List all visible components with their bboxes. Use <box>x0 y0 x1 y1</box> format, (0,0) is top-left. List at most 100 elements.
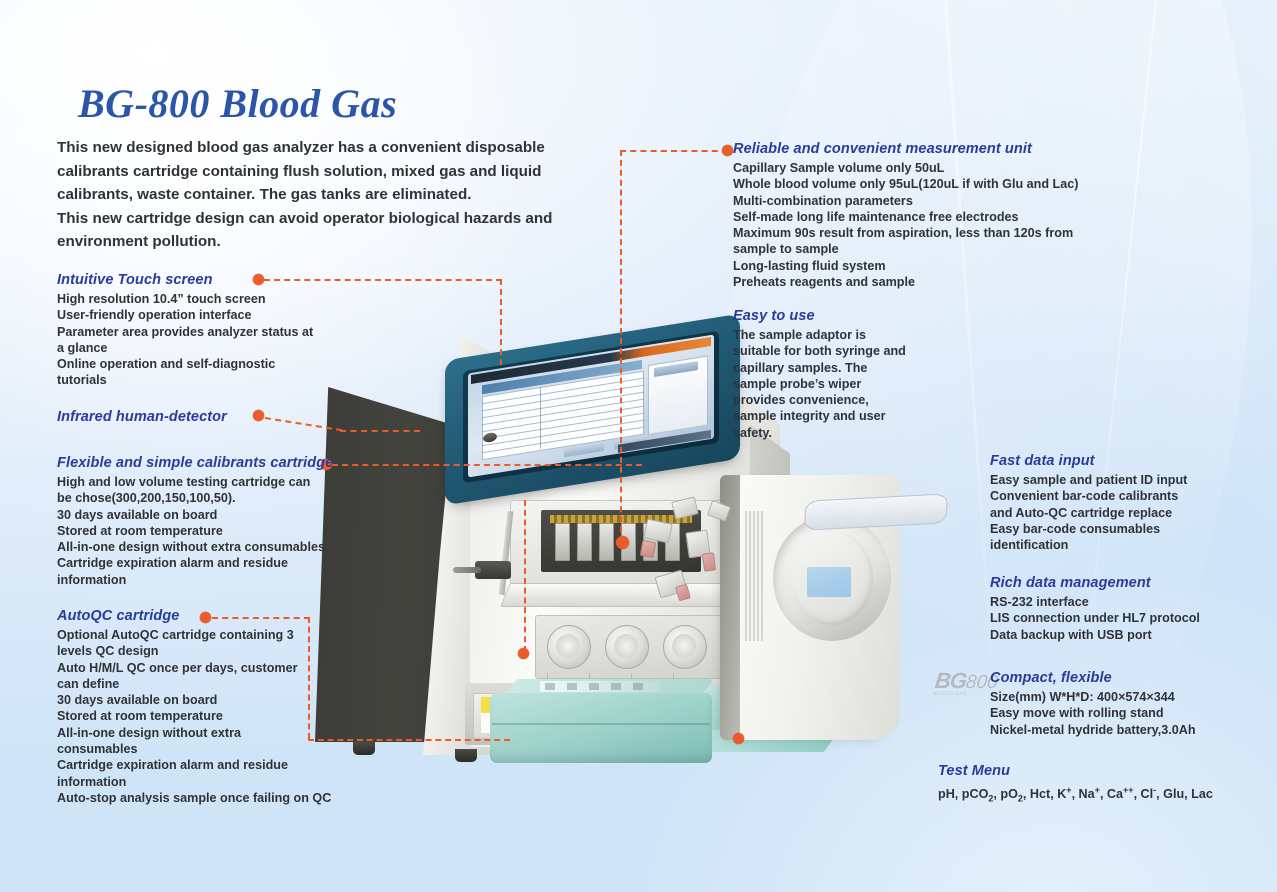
callout-fast-data-input: Fast data input Easy sample and patient … <box>990 453 1210 553</box>
callout-line: Cartridge expiration alarm and residue <box>57 758 288 773</box>
sample-port-window <box>807 567 851 597</box>
callout-line: sample probe’s wiper <box>733 376 862 391</box>
intro-line: This new cartridge design can avoid oper… <box>57 209 553 227</box>
electrode <box>577 523 592 561</box>
leader-dot-autoqc <box>200 612 211 623</box>
callout-heading: Rich data management <box>990 575 1151 591</box>
callout-line: capillary samples. The <box>733 360 868 375</box>
callout-line: Self-made long life maintenance free ele… <box>733 209 1019 224</box>
leader-line <box>500 279 502 365</box>
callout-measurement-unit: Reliable and convenient measurement unit… <box>733 141 1079 290</box>
leader-dot-measurement-unit <box>722 145 733 156</box>
screen-table-divider <box>540 386 541 450</box>
leader-line <box>620 150 622 542</box>
sample-probe-housing <box>475 561 511 579</box>
callout-line: Easy sample and patient ID input <box>990 473 1188 487</box>
callout-autoqc-cartridge: AutoQC cartridge Optional AutoQC cartrid… <box>57 608 377 806</box>
callout-line: Auto H/M/L QC once per days, customer <box>57 660 298 675</box>
electrode <box>555 523 570 561</box>
cartridge-label-mark <box>633 683 643 690</box>
callout-line: a glance <box>57 340 108 355</box>
leader-line <box>332 464 642 466</box>
callout-line: Nickel-metal hydride battery,3.0Ah <box>990 722 1196 737</box>
leader-line <box>620 150 728 152</box>
calibrants-cartridge[interactable] <box>490 693 712 763</box>
callout-heading: Test Menu <box>938 763 1011 779</box>
module-handle[interactable] <box>803 493 949 531</box>
callout-easy-to-use: Easy to use The sample adaptor is suitab… <box>733 308 908 441</box>
callout-heading: Compact, flexible <box>990 670 1112 686</box>
leader-line <box>212 617 310 619</box>
callout-line: 30 days available on board <box>57 507 218 522</box>
callout-line: Convenient bar-code calibrants <box>990 489 1179 504</box>
callout-line: Parameter area provides analyzer status … <box>57 324 314 339</box>
callout-heading: Fast data input <box>990 453 1095 469</box>
callout-line: Cartridge expiration alarm and residue <box>57 556 288 571</box>
callout-line: Maximum 90s result from aspiration, less… <box>733 226 1074 241</box>
leader-dot-autoqc-point <box>733 733 744 744</box>
intro-line: environment pollution. <box>57 233 221 250</box>
callout-line: Preheats reagents and sample <box>733 275 915 290</box>
cartridge-label-mark <box>545 683 555 690</box>
callout-line: Capillary Sample volume only 50uL <box>733 161 945 175</box>
callout-heading: AutoQC cartridge <box>57 608 180 624</box>
callout-body: Optional AutoQC cartridge containing 3 l… <box>57 627 377 806</box>
callout-line: Easy bar-code consumables <box>990 521 1161 536</box>
cartridge-seam <box>492 723 710 725</box>
device-foot <box>353 742 375 755</box>
leader-line <box>308 617 310 739</box>
callout-line: The sample adaptor is <box>733 328 866 342</box>
leader-dot-calibrants <box>321 459 332 470</box>
callout-line: provides convenience, <box>733 393 869 408</box>
sample-probe <box>453 567 481 573</box>
intro-paragraph: This new designed blood gas analyzer has… <box>57 136 587 254</box>
callout-line: safety. <box>733 425 772 440</box>
callout-line: Multi-combination parameters <box>733 193 913 208</box>
pump-rotor <box>605 625 649 669</box>
callout-line: All-in-one design without extra consumab… <box>57 540 325 555</box>
callout-line: RS-232 interface <box>990 595 1089 609</box>
exploded-part <box>701 552 717 572</box>
callout-rich-data-management: Rich data management RS-232 interface LI… <box>990 575 1220 643</box>
leader-line <box>308 739 510 741</box>
cartridge-label-mark <box>567 683 577 690</box>
electrode <box>599 523 614 561</box>
pump-hub <box>614 634 638 658</box>
callout-line: be chose(300,200,150,100,50). <box>57 491 236 506</box>
callout-line: High resolution 10.4” touch screen <box>57 292 266 306</box>
callout-compact-flexible: Compact, flexible Size(mm) W*H*D: 400×57… <box>990 670 1220 738</box>
leader-dot-cartridge-point <box>518 648 529 659</box>
page-title: BG-800 Blood Gas <box>78 81 398 126</box>
cartridge-label-mark <box>611 683 621 690</box>
callout-line: LIS connection under HL7 protocol <box>990 611 1200 626</box>
leader-line <box>264 279 502 281</box>
pump-hub <box>672 634 696 658</box>
callout-heading: Reliable and convenient measurement unit <box>733 141 1032 157</box>
cartridge-label <box>540 681 660 692</box>
callout-heading: Intuitive Touch screen <box>57 272 213 288</box>
callout-line: sample to sample <box>733 242 839 257</box>
callout-line: Long-lasting fluid system <box>733 258 886 273</box>
callout-line: Size(mm) W*H*D: 400×574×344 <box>990 690 1175 704</box>
callout-line: sample integrity and user <box>733 409 886 424</box>
intro-line: This new designed blood gas analyzer has… <box>57 139 545 156</box>
callout-line: Auto-stop analysis sample once failing o… <box>57 790 332 805</box>
callout-touch-screen: Intuitive Touch screen High resolution 1… <box>57 272 357 389</box>
callout-body: Size(mm) W*H*D: 400×574×344 Easy move wi… <box>990 689 1220 738</box>
callout-heading: Infrared human-detector <box>57 409 227 425</box>
callout-body: RS-232 interface LIS connection under HL… <box>990 594 1220 643</box>
callout-body: The sample adaptor is suitable for both … <box>733 327 908 441</box>
background-streak-2 <box>944 0 1010 890</box>
callout-line: tutorials <box>57 373 107 388</box>
callout-line: Stored at room temperature <box>57 523 223 538</box>
pump-hub <box>556 634 580 658</box>
callout-line: Online operation and self-diagnostic <box>57 357 276 372</box>
exploded-part <box>639 539 657 559</box>
callout-line: consumables <box>57 742 138 757</box>
callout-line: Whole blood volume only 95uL(120uL if wi… <box>733 177 1079 192</box>
background-streak-1 <box>1061 0 1157 888</box>
callout-line: suitable for both syringe and <box>733 344 906 359</box>
callout-calibrants-cartridge: Flexible and simple calibrants cartridge… <box>57 455 357 588</box>
leader-line <box>524 500 526 652</box>
